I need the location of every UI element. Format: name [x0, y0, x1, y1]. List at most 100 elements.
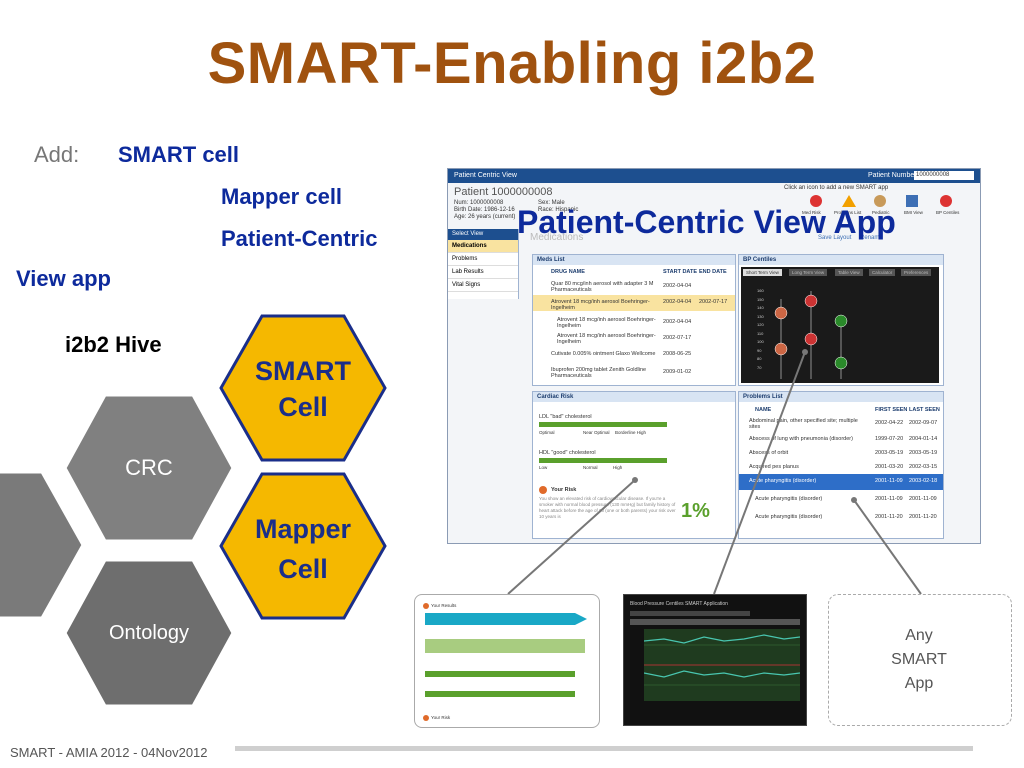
patient-centric-view-screenshot: Patient Centric View Patient Number: 100… — [447, 168, 981, 544]
problems-row-1-last: 2002-09-07 — [909, 420, 938, 426]
meds-row-3-name[interactable]: Atrovent 18 mcg/inh aerosol Boehringer-I… — [557, 317, 656, 329]
warning-icon[interactable] — [842, 195, 856, 207]
problems-row-2-first: 1999-07-20 — [875, 436, 904, 442]
problems-col-name: NAME — [755, 407, 772, 413]
bp-chart-area: Short Term View Long Term View Table Vie… — [741, 267, 939, 383]
problems-row-4-last: 2002-03-15 — [909, 464, 938, 470]
add-label: Add: — [34, 142, 80, 167]
problems-row-6-first: 2001-11-09 — [875, 496, 903, 502]
pcv-problems-header: Problems List — [739, 392, 943, 402]
smart-cell-line1: SMART — [255, 356, 351, 386]
meds-col-end: END DATE — [699, 269, 727, 275]
meds-row-1-name[interactable]: Quar 80 mcg/inh aerosol with adapter 3 M… — [551, 281, 654, 293]
pcv-view-problems[interactable]: Problems — [448, 253, 518, 266]
meds-row-5-name[interactable]: Cutivate 0.005% ointment Glaxo Wellcome — [551, 351, 656, 357]
pcv-cardiac-panel: Cardiac Risk LDL "bad" cholesterol Optim… — [532, 391, 736, 539]
bp-tab-prefs[interactable]: Preferences — [901, 269, 932, 276]
pcv-save-layout[interactable]: Save Layout — [818, 235, 852, 241]
problems-row-4-first: 2001-03-20 — [875, 464, 904, 470]
thumb-bar-3 — [425, 671, 575, 677]
problems-row-4[interactable]: Acquired pes planus — [749, 464, 799, 470]
pcv-cardiac-header: Cardiac Risk — [533, 392, 735, 402]
bp-ytick: 160 — [757, 288, 764, 293]
bp-ytick: 150 — [757, 296, 764, 302]
bp-tab-long[interactable]: Long Term View — [789, 269, 828, 276]
problems-row-3-last: 2003-05-19 — [909, 450, 938, 456]
any-smart-app-box — [828, 594, 1012, 726]
heart-icon[interactable] — [810, 195, 822, 207]
cardiac-hdl-low: Low — [539, 465, 548, 470]
meds-row-3-start: 2002-04-04 — [663, 319, 692, 325]
pcv-select-view-header: Select View — [448, 229, 518, 240]
meds-row-2-end: 2002-07-17 — [699, 299, 728, 305]
bp-ytick: 100 — [757, 339, 764, 344]
thumb-bar-1-arrow — [575, 613, 587, 625]
problems-row-5[interactable]: Acute pharyngitis (disorder) — [749, 478, 817, 484]
any-smart-app-text: Any SMART App — [828, 624, 1010, 696]
pcv-patient-number-input[interactable]: 1000000008 — [914, 171, 974, 180]
pcv-rename[interactable]: Rename — [860, 235, 883, 241]
pcv-view-vital-signs[interactable]: Vital Signs — [448, 279, 518, 292]
cardiac-risk-value: 1% — [681, 500, 710, 522]
partial-hexagon — [0, 470, 85, 620]
pediatric-icon[interactable] — [874, 195, 886, 207]
bp-app-thumbnail: Blood Pressure Centiles SMART Applicatio… — [623, 594, 807, 726]
bp-tab-calc[interactable]: Calculator — [869, 269, 896, 276]
pcv-patient-age: Age: 26 years (current) — [454, 214, 516, 220]
bp-tab-table[interactable]: Table View — [835, 269, 863, 276]
cardiac-hdl-high: High — [613, 465, 623, 470]
app-label-pediatric: Pediatric — [872, 210, 890, 215]
problems-row-2[interactable]: Abscess of lung with pneumonia (disorder… — [749, 436, 853, 442]
problems-row-2-last: 2004-01-14 — [909, 436, 938, 442]
ontology-hexagon: Ontology — [63, 558, 235, 708]
problems-row-6-last: 2001-11-09 — [909, 496, 937, 502]
meds-row-2-name[interactable]: Atrovent 18 mcg/inh aerosol Boehringer-I… — [551, 299, 650, 311]
problems-row-3-first: 2003-05-19 — [875, 450, 904, 456]
pcv-problems-panel: Problems List NAME FIRST SEEN LAST SEEN … — [738, 391, 944, 539]
cardiac-hdl-label: HDL "good" cholesterol — [539, 450, 596, 456]
pcv-view-medications[interactable]: Medications — [448, 240, 518, 253]
bp-ytick: 90 — [757, 347, 762, 353]
app-label-bp: BP Centiles — [936, 210, 960, 215]
bmi-icon[interactable] — [906, 195, 918, 207]
pcv-patient-info: Num: 1000000008 Birth Date: 1986-12-16 A… — [454, 200, 515, 221]
pcv-add-app-hint: Click an icon to add a new SMART app — [784, 185, 889, 191]
pcv-patient-number-label: Patient Number: — [868, 172, 919, 179]
cardiac-hdl-normal: Normal — [583, 465, 598, 470]
bp-tab-short[interactable]: Short Term View — [743, 269, 782, 276]
add-item-patient-centric: Patient-Centric — [221, 226, 378, 251]
mapper-cell-hexagon: Mapper Cell — [218, 471, 388, 621]
problems-row-6[interactable]: Acute pharyngitis (disorder) — [755, 496, 823, 502]
bp-heart-icon[interactable] — [940, 195, 952, 207]
app-label-med-risk: Med Risk — [802, 210, 821, 215]
slide-title: SMART-Enabling i2b2 — [207, 31, 817, 96]
meds-row-5-start: 2008-06-25 — [663, 351, 692, 357]
smart-cell-hexagon: SMART Cell — [218, 313, 388, 463]
bp-yticks: 160 150 140 130 120 110 100 90 80 70 — [757, 287, 764, 372]
cardiac-ldl-bar — [539, 422, 667, 427]
meds-row-6-name[interactable]: Ibuprofen 200mg tablet Zenith Goldline P… — [551, 367, 647, 379]
any-app-line2: SMART — [891, 651, 947, 668]
meds-col-drug: DRUG NAME — [551, 269, 585, 275]
pcv-patient-birth: Birth Date: 1986-12-16 — [454, 207, 515, 213]
problems-row-7-first: 2001-11-20 — [875, 514, 903, 520]
pcv-meds-panel: Meds List DRUG NAME START DATE END DATE … — [532, 254, 736, 386]
pcv-view-lab-results[interactable]: Lab Results — [448, 266, 518, 279]
cardiac-hdl-bar — [539, 458, 667, 463]
thumb-bp-title: Blood Pressure Centiles SMART Applicatio… — [630, 601, 728, 607]
problems-row-7-last: 2001-11-20 — [909, 514, 937, 520]
thumb-bar-4 — [425, 691, 575, 697]
pcv-patient-race: Race: Hispanic — [538, 207, 579, 213]
app-label-problems: Problems List — [834, 210, 862, 215]
bp-ytick: 110 — [757, 330, 764, 336]
bp-ytick: 140 — [757, 305, 764, 310]
meds-row-4-name[interactable]: Atrovent 18 mcg/inh aerosol Boehringer-I… — [557, 333, 656, 345]
footer-rule — [235, 746, 973, 751]
pcv-patient-info2: Sex: Male Race: Hispanic — [538, 200, 578, 214]
bp-ytick: 70 — [757, 364, 762, 370]
problems-selected-row-bg — [739, 474, 943, 490]
problems-row-7[interactable]: Acute pharyngitis (disorder) — [755, 514, 823, 520]
problems-row-1[interactable]: Abdominal pain, other specified site; mu… — [749, 418, 858, 430]
problems-row-3[interactable]: Abscess of orbit — [749, 450, 789, 456]
